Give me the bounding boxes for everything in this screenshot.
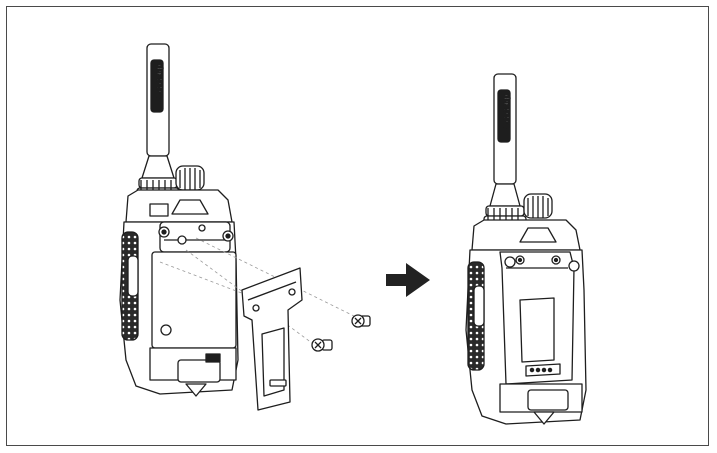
antenna-right: dmtrtrs [483, 73, 527, 227]
arrow-right-icon [386, 263, 430, 297]
antenna-left: dmtrtrs [136, 43, 180, 199]
antenna-brand-label: dmtrtrs [502, 94, 511, 129]
knob-right [523, 193, 553, 219]
screw-icon [311, 338, 333, 352]
radio-left: dmtrtrs [119, 43, 239, 397]
screw-icon [351, 314, 371, 328]
radio-right: dmtrtrs [465, 73, 587, 425]
belt-clip-icon [241, 267, 303, 411]
antenna-brand-label: dmtrtrs [155, 64, 164, 99]
knob-left [175, 165, 205, 191]
